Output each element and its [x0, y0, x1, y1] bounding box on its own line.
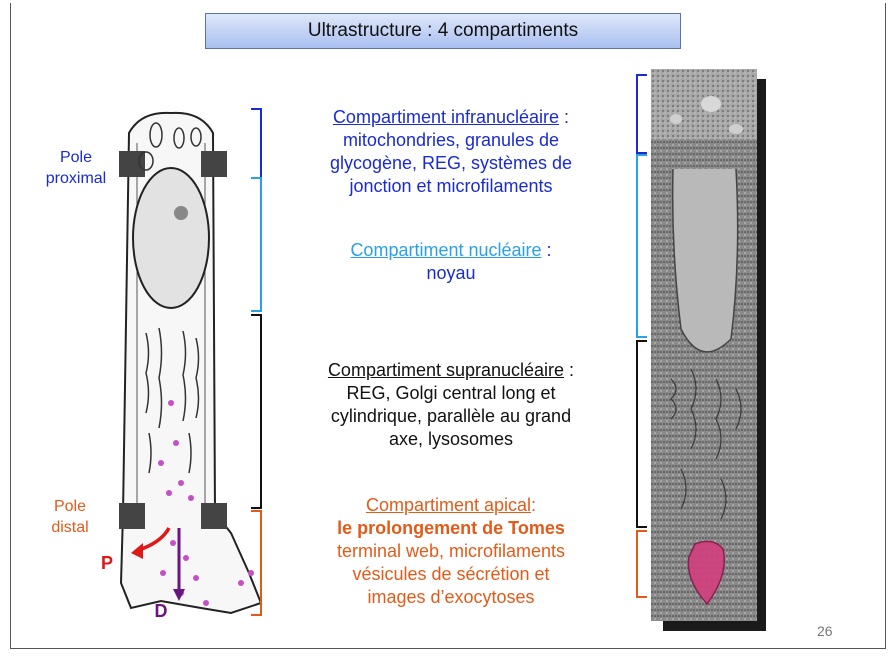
compartment-supranuclear-separator: : — [564, 360, 575, 380]
compartment-nuclear-line: noyau — [426, 263, 476, 283]
compartment-apical-separator: : — [531, 495, 537, 515]
compartment-infranuclear-separator: : — [559, 107, 570, 127]
cell-drawing — [119, 111, 263, 615]
compartment-apical-line: images d’exocytoses — [367, 587, 535, 607]
compartment-infranuclear-line: mitochondries, granules de — [342, 130, 560, 150]
compartment-supranuclear: Compartiment supranucléaire : REG, Golgi… — [286, 359, 616, 451]
compartment-apical-bold-line: le prolongement de Tomes — [337, 518, 565, 538]
electron-micrograph — [651, 69, 766, 631]
compartment-supranuclear-line: REG, Golgi central long et — [346, 383, 556, 403]
compartment-nuclear-separator: : — [541, 240, 552, 260]
slide: Ultrastructure : 4 compartiments Pole pr… — [10, 3, 886, 649]
compartment-infranuclear: Compartiment infranucléaire : mitochondr… — [286, 106, 616, 198]
arrow-d-label: D — [154, 601, 168, 621]
compartment-supranuclear-line: axe, lysosomes — [388, 429, 514, 449]
compartment-infranuclear-line: glycogène, REG, systèmes de — [329, 153, 573, 173]
compartment-apical: Compartiment apical: le prolongement de … — [286, 494, 616, 609]
compartment-nuclear-heading: Compartiment nucléaire — [350, 240, 542, 260]
right-brackets — [636, 74, 647, 598]
compartment-apical-line: vésicules de sécrétion et — [352, 564, 550, 584]
compartment-infranuclear-line: jonction et microfilaments — [349, 176, 553, 196]
compartment-infranuclear-heading: Compartiment infranucléaire — [332, 107, 560, 127]
left-brackets — [251, 108, 262, 616]
arrow-p-label: P — [100, 553, 113, 573]
pole-distal-label: Pole distal — [35, 496, 105, 538]
pole-distal-line-2: distal — [51, 519, 89, 536]
compartment-nuclear: Compartiment nucléaire : noyau — [286, 239, 616, 285]
slide-title-text: Ultrastructure : 4 compartiments — [307, 20, 579, 41]
compartment-apical-heading: Compartiment apical — [365, 495, 532, 515]
compartment-apical-line: terminal web, microfilaments — [336, 541, 566, 561]
page-number: 26 — [817, 623, 833, 639]
compartment-supranuclear-line: cylindrique, parallèle au grand — [330, 406, 572, 426]
pole-proximal-line-1: Pole — [59, 149, 93, 166]
compartment-supranuclear-heading: Compartiment supranucléaire — [327, 360, 565, 380]
pole-proximal-line-2: proximal — [45, 170, 107, 187]
pole-proximal-label: Pole proximal — [36, 147, 116, 189]
pole-distal-line-1: Pole — [53, 498, 87, 515]
slide-title: Ultrastructure : 4 compartiments — [205, 13, 681, 49]
